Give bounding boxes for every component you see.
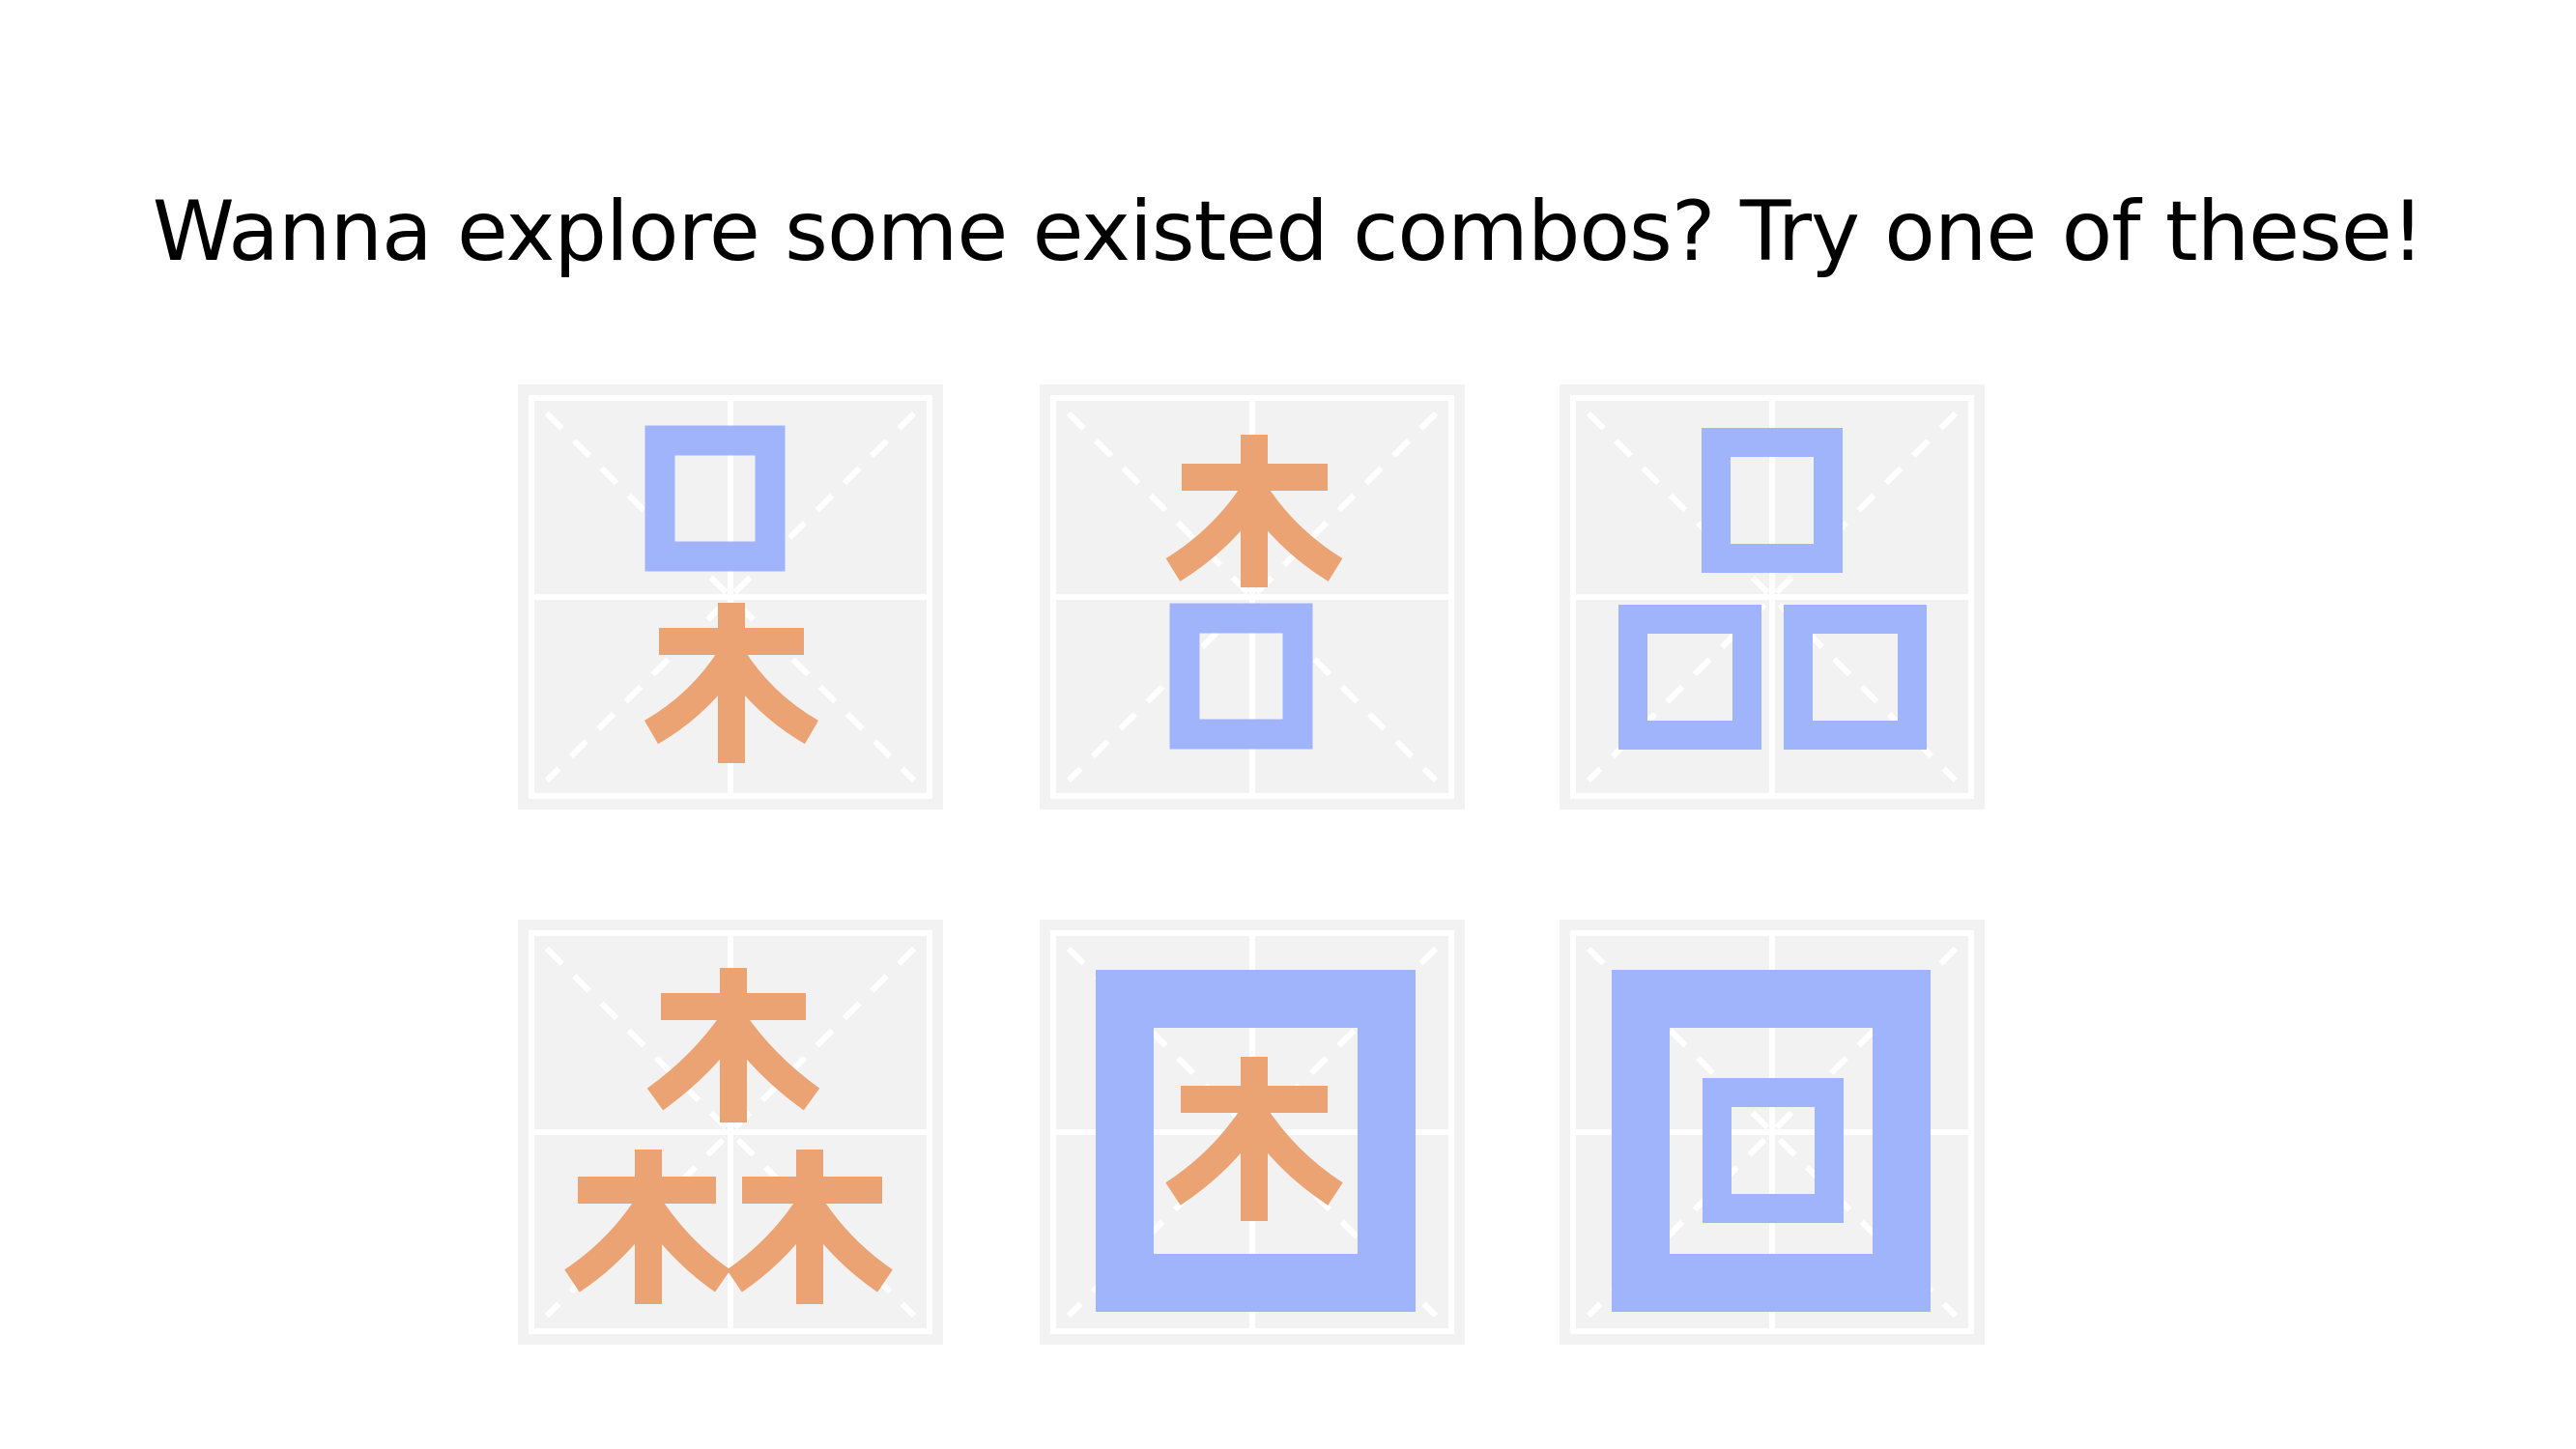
box-component [1618, 605, 1761, 750]
combo-tile-box-over-tree[interactable] [518, 384, 943, 810]
combo-tree-in-box-glyph [1040, 920, 1465, 1345]
tree-component [1165, 435, 1343, 587]
tree-component [727, 1150, 893, 1304]
combo-three-boxes-glyph [1560, 384, 1985, 810]
box-component [644, 425, 786, 572]
combo-tile-three-trees[interactable] [518, 920, 943, 1345]
tree-component [644, 603, 819, 763]
box-component [1169, 603, 1313, 750]
combo-box-in-box-glyph [1560, 920, 1985, 1345]
tree-component [564, 1150, 731, 1304]
box-component [1784, 605, 1927, 750]
combo-three-trees-glyph [518, 920, 943, 1345]
box-component [1702, 428, 1843, 573]
box-component [1703, 1078, 1844, 1223]
combo-tile-tree-in-box[interactable] [1040, 920, 1465, 1345]
tree-component [646, 968, 820, 1122]
combo-tile-three-boxes[interactable] [1560, 384, 1985, 810]
combo-box-over-tree-glyph [518, 384, 943, 810]
box-component [1612, 970, 1931, 1312]
combo-tile-box-in-box[interactable] [1560, 920, 1985, 1345]
tree-component [1165, 1057, 1343, 1221]
page-heading: Wanna explore some existed combos? Try o… [152, 184, 2424, 280]
combo-tree-over-box-glyph [1040, 384, 1465, 810]
box-component [1096, 970, 1416, 1312]
combo-tile-tree-over-box[interactable] [1040, 384, 1465, 810]
